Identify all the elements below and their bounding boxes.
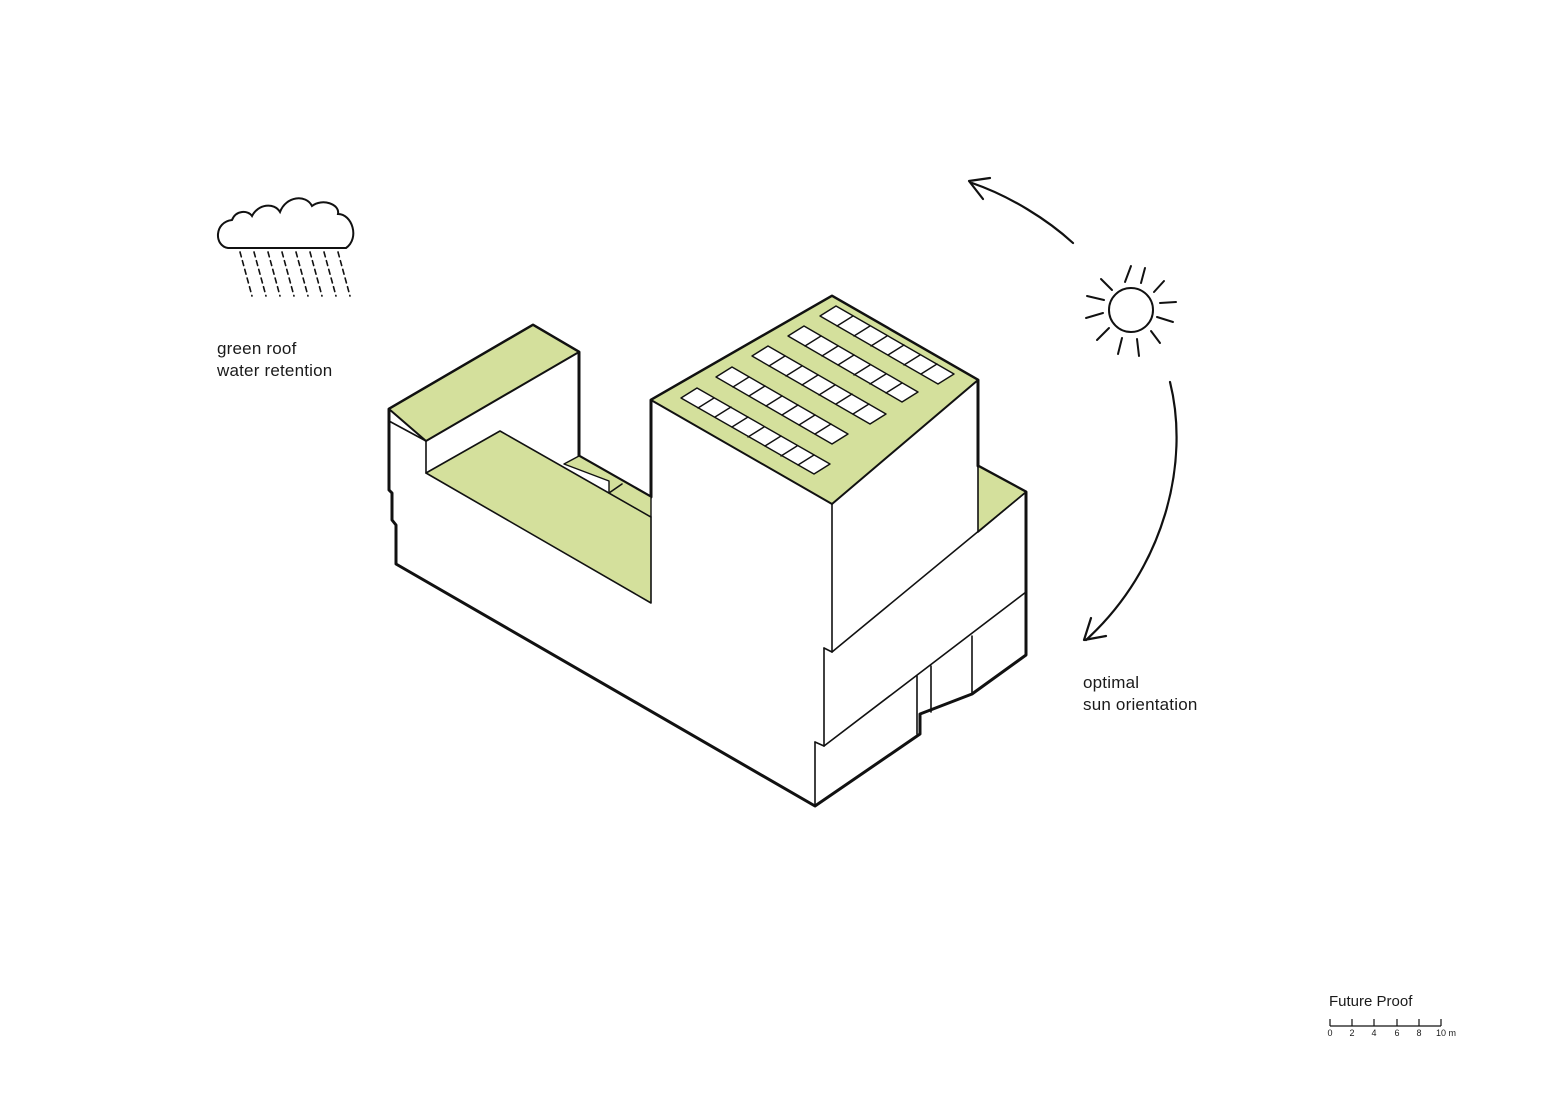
solar-panel-row — [787, 325, 919, 403]
scale-bar-ticks: 0 2 4 6 8 10 m — [1326, 1011, 1476, 1047]
solar-panel-row — [715, 366, 849, 445]
scale-bar-graphic — [1329, 1019, 1442, 1027]
solar-panels — [680, 305, 955, 475]
solar-panel-row — [680, 387, 831, 475]
green-roof-label-line: green roof — [217, 339, 297, 358]
solar-panel-row — [751, 345, 887, 425]
building-model — [387, 294, 1028, 808]
counterclockwise-arrow-icon — [967, 176, 1075, 245]
sun-orientation-label-line: optimal — [1083, 673, 1140, 692]
green-roof-label: green roof water retention — [217, 338, 332, 382]
scale-tick-label: 8 — [1416, 1028, 1422, 1038]
sun-orientation-label: optimal sun orientation — [1083, 672, 1198, 716]
scale-tick-label: 4 — [1371, 1028, 1377, 1038]
scale-tick-label: 10 m — [1435, 1028, 1457, 1038]
left-green-roof — [388, 324, 580, 442]
rain-cloud-icon — [217, 197, 355, 297]
sun-orientation-label-line: sun orientation — [1083, 695, 1198, 714]
green-roof-label-line: water retention — [217, 361, 333, 380]
scale-tick-label: 2 — [1349, 1028, 1355, 1038]
scale-bar-title: Future Proof — [1329, 993, 1413, 1010]
solar-panel-row — [819, 305, 955, 385]
scale-tick-label: 0 — [1327, 1028, 1333, 1038]
clockwise-arrow-icon — [1082, 380, 1178, 642]
scale-tick-label: 6 — [1394, 1028, 1400, 1038]
courtyard-strip — [563, 455, 652, 518]
scale-bar: Future Proof 0 2 4 6 8 10 m — [1326, 993, 1476, 1047]
sun-icon — [1085, 265, 1177, 357]
